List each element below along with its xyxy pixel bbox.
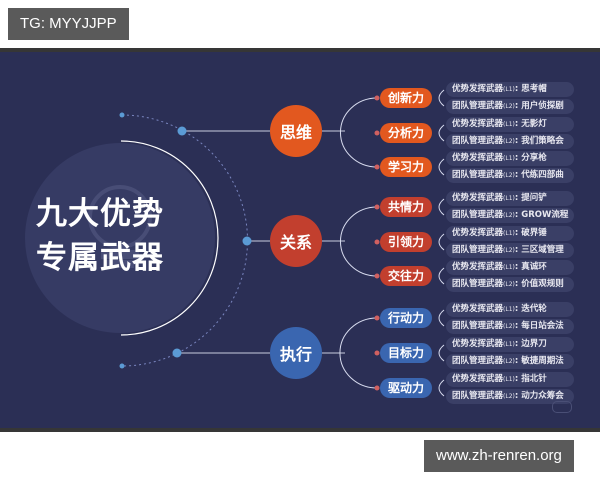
item-level: (L1) xyxy=(503,155,515,162)
item-level: (L1) xyxy=(503,86,515,93)
item-level: (L2) xyxy=(503,212,515,219)
item-empathy-l1: 优势发挥武器(L1): 提问铲 xyxy=(446,191,574,206)
item-value: 敏捷周期法 xyxy=(521,356,564,366)
item-label: 团队管理武器 xyxy=(452,245,504,255)
lightbulb-icon xyxy=(88,185,152,268)
item-level: (L2) xyxy=(503,138,515,145)
item-level: (L1) xyxy=(503,341,515,348)
item-label: 优势发挥武器 xyxy=(452,193,504,203)
watermark-top: TG: MYYJJPP xyxy=(8,8,129,40)
item-action-l2: 团队管理武器(L2): 每日站会法 xyxy=(446,319,574,334)
item-value: 真诚环 xyxy=(521,262,547,272)
item-value: 分享枪 xyxy=(521,153,547,163)
item-value: GROW流程 xyxy=(521,210,569,220)
hub-title: 九大优势 专属武器 xyxy=(36,192,216,280)
item-label: 优势发挥武器 xyxy=(452,119,504,129)
item-value: 思考帽 xyxy=(521,84,547,94)
skill-goal[interactable]: 目标力 xyxy=(380,343,433,363)
skill-socializing[interactable]: 交往力 xyxy=(380,266,433,286)
item-action-l1: 优势发挥武器(L1): 迭代轮 xyxy=(446,302,574,317)
item-level: (L1) xyxy=(503,376,515,383)
item-value: 提问铲 xyxy=(521,193,547,203)
item-value: 破界锤 xyxy=(521,228,547,238)
item-level: (L2) xyxy=(503,323,515,330)
item-label: 团队管理武器 xyxy=(452,279,504,289)
item-socializing-l1: 优势发挥武器(L1): 真诚环 xyxy=(446,260,574,275)
skill-empathy[interactable]: 共情力 xyxy=(380,197,433,217)
item-level: (L1) xyxy=(503,306,515,313)
item-analysis-l2: 团队管理武器(L2): 我们策略会 xyxy=(446,134,574,149)
item-value: 三区域管理 xyxy=(521,245,564,255)
item-learning-l1: 优势发挥武器(L1): 分享枪 xyxy=(446,151,574,166)
item-value: 我们策略会 xyxy=(521,136,564,146)
skill-innovation[interactable]: 创新力 xyxy=(380,88,433,108)
skill-drive[interactable]: 驱动力 xyxy=(380,378,433,398)
hub-circle xyxy=(25,143,215,333)
item-level: (L2) xyxy=(503,247,515,254)
skill-action[interactable]: 行动力 xyxy=(380,308,433,328)
item-goal-l2: 团队管理武器(L2): 敏捷周期法 xyxy=(446,354,574,369)
item-label: 团队管理武器 xyxy=(452,356,504,366)
item-label: 优势发挥武器 xyxy=(452,153,504,163)
item-learning-l2: 团队管理武器(L2): 代练四部曲 xyxy=(446,168,574,183)
item-label: 团队管理武器 xyxy=(452,101,504,111)
item-level: (L1) xyxy=(503,230,515,237)
item-label: 团队管理武器 xyxy=(452,321,504,331)
item-level: (L2) xyxy=(503,281,515,288)
item-label: 优势发挥武器 xyxy=(452,84,504,94)
item-label: 优势发挥武器 xyxy=(452,339,504,349)
item-level: (L1) xyxy=(503,195,515,202)
hub-title-line2: 专属武器 xyxy=(36,240,164,276)
item-value: 代练四部曲 xyxy=(521,170,564,180)
item-label: 团队管理武器 xyxy=(452,210,504,220)
item-label: 团队管理武器 xyxy=(452,170,504,180)
skill-learning[interactable]: 学习力 xyxy=(380,157,433,177)
item-innovation-l1: 优势发挥武器(L1): 思考帽 xyxy=(446,82,574,97)
item-leadership-l2: 团队管理武器(L2): 三区域管理 xyxy=(446,243,574,258)
item-value: 价值观规则 xyxy=(521,279,564,289)
mindmap-canvas: 九大优势 专属武器 思维 关系 执行 创新力 分析力 学习力 共情力 引领力 交… xyxy=(0,48,600,432)
item-label: 优势发挥武器 xyxy=(452,228,504,238)
node-relationship[interactable]: 关系 xyxy=(270,215,322,267)
item-empathy-l2: 团队管理武器(L2): GROW流程 xyxy=(446,208,574,223)
item-goal-l1: 优势发挥武器(L1): 边界刀 xyxy=(446,337,574,352)
item-leadership-l1: 优势发挥武器(L1): 破界锤 xyxy=(446,226,574,241)
item-level: (L2) xyxy=(503,103,515,110)
item-socializing-l2: 团队管理武器(L2): 价值观规则 xyxy=(446,277,574,292)
item-value: 边界刀 xyxy=(521,339,547,349)
corner-badge xyxy=(552,401,572,413)
skill-analysis[interactable]: 分析力 xyxy=(380,123,433,143)
item-level: (L1) xyxy=(503,264,515,271)
item-label: 优势发挥武器 xyxy=(452,304,504,314)
item-value: 迭代轮 xyxy=(521,304,547,314)
item-value: 无影灯 xyxy=(521,119,547,129)
item-drive-l2: 团队管理武器(L2): 动力众筹会 xyxy=(446,389,574,404)
item-value: 指北针 xyxy=(521,374,547,384)
item-label: 优势发挥武器 xyxy=(452,374,504,384)
watermark-bottom: www.zh-renren.org xyxy=(424,440,574,472)
item-drive-l1: 优势发挥武器(L1): 指北针 xyxy=(446,372,574,387)
item-level: (L2) xyxy=(503,393,515,400)
node-execution[interactable]: 执行 xyxy=(270,327,322,379)
item-value: 用户侦探剧 xyxy=(521,101,564,111)
item-label: 团队管理武器 xyxy=(452,136,504,146)
item-label: 优势发挥武器 xyxy=(452,262,504,272)
item-level: (L2) xyxy=(503,172,515,179)
item-level: (L2) xyxy=(503,358,515,365)
item-value: 动力众筹会 xyxy=(521,391,564,401)
item-value: 每日站会法 xyxy=(521,321,564,331)
connector-lines xyxy=(25,89,445,397)
item-level: (L1) xyxy=(503,121,515,128)
hub-title-line1: 九大优势 xyxy=(36,196,164,232)
item-analysis-l1: 优势发挥武器(L1): 无影灯 xyxy=(446,117,574,132)
skill-leadership[interactable]: 引领力 xyxy=(380,232,433,252)
node-thinking[interactable]: 思维 xyxy=(270,105,322,157)
item-label: 团队管理武器 xyxy=(452,391,504,401)
item-innovation-l2: 团队管理武器(L2): 用户侦探剧 xyxy=(446,99,574,114)
